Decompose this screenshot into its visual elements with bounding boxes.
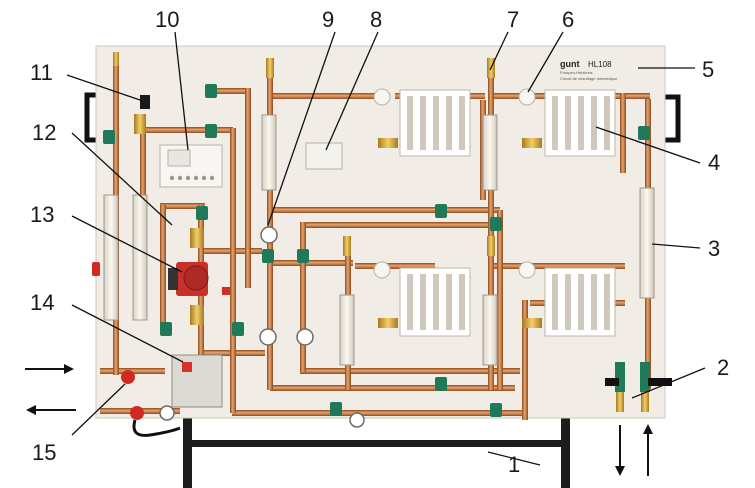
callout-15: 15 <box>32 440 56 465</box>
handle-left <box>84 92 101 143</box>
arrow-down-icon <box>615 425 625 476</box>
controller-unit <box>159 144 223 188</box>
callout-leaders <box>66 31 706 466</box>
callout-8: 8 <box>370 7 382 32</box>
arrow-out-icon <box>26 405 76 415</box>
callout-4: 4 <box>708 150 720 175</box>
room-thermostat <box>305 142 343 170</box>
radiator-top-left <box>399 89 471 157</box>
callout-10: 10 <box>155 7 179 32</box>
callout-1: 1 <box>508 452 520 477</box>
callout-6: 6 <box>562 7 574 32</box>
arrow-up-icon <box>643 424 653 476</box>
callout-2: 2 <box>717 355 729 380</box>
drain-valves <box>605 362 672 412</box>
callout-14: 14 <box>30 290 54 315</box>
red-handwheels <box>121 370 144 420</box>
callout-12: 12 <box>32 120 56 145</box>
handle-right <box>664 94 681 143</box>
stand <box>183 405 570 488</box>
callout-11: 11 <box>30 60 53 85</box>
callout-13: 13 <box>30 202 54 227</box>
callout-3: 3 <box>708 236 720 261</box>
thermostatic-valves <box>373 88 536 279</box>
subtitle-fr: Circuit de chauffage domestique <box>560 76 618 81</box>
brand-label: gunt <box>560 59 580 69</box>
callout-7: 7 <box>507 7 519 32</box>
circulation-pump <box>168 262 209 296</box>
red-knob <box>92 262 100 276</box>
safety-valve <box>140 95 150 109</box>
panel-label: gunt HL108 Pumpen-Heizkreis Circuit de c… <box>560 59 618 81</box>
pump-indicator <box>222 287 230 295</box>
heater-box <box>171 354 223 408</box>
model-label: HL108 <box>588 60 612 69</box>
pressure-gauges <box>159 226 365 428</box>
subtitle-de: Pumpen-Heizkreis <box>560 70 593 75</box>
radiator-bottom-right <box>544 267 616 337</box>
flowmeters <box>103 114 655 366</box>
power-cable <box>132 419 181 437</box>
radiator-top-right <box>544 89 616 157</box>
callout-5: 5 <box>702 57 714 82</box>
arrow-in-icon <box>25 364 74 374</box>
radiator-bottom-left <box>399 267 471 337</box>
callout-9: 9 <box>322 7 334 32</box>
callout-labels: 1 2 3 4 5 6 7 8 9 10 11 12 13 14 15 <box>30 7 729 477</box>
